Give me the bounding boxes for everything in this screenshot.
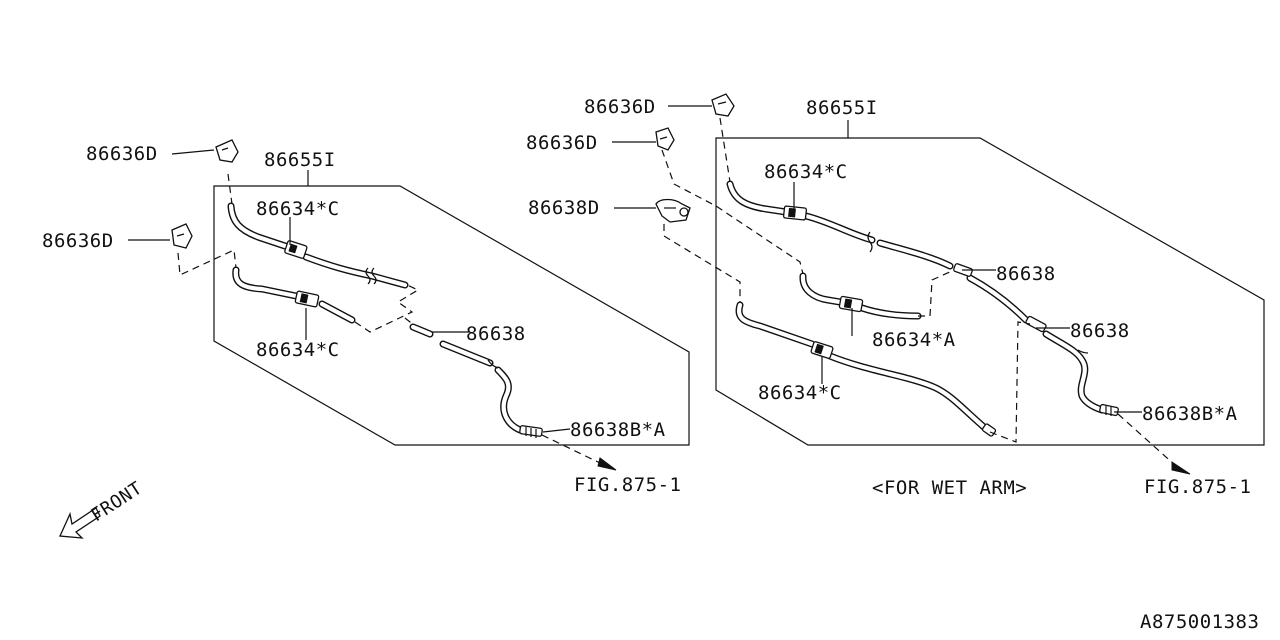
left-fig-ref-label: FIG.875-1 (574, 474, 681, 496)
left-upper-hose (227, 202, 409, 289)
washer-nozzle-icon (171, 223, 193, 249)
front-label: FRONT (87, 478, 146, 526)
reference-arrow-icon (597, 457, 617, 471)
right-lower-hose (735, 301, 989, 432)
right-check-valve-mid-label: 86634*A (872, 329, 956, 351)
diagram-code: A875001383 (1140, 611, 1259, 633)
right-nozzle-third-label: 86638D (528, 197, 600, 219)
wet-arm-note: <FOR WET ARM> (872, 477, 1027, 499)
left-ref-dash (541, 434, 601, 464)
check-valve-icon (294, 290, 320, 308)
right-hose-lower-label: 86638 (1070, 320, 1130, 342)
left-nozzle-lower-label: 86636D (42, 230, 114, 252)
right-dashed-links (719, 117, 731, 183)
check-valve-icon (838, 295, 864, 313)
hose-connector-icon (519, 425, 543, 438)
left-lower-hose (232, 266, 356, 324)
right-nozzle-top-label: 86636D (584, 96, 656, 118)
left-assembly-frame (213, 185, 690, 446)
right-main-hose (966, 274, 1106, 414)
front-indicator: FRONT (59, 478, 146, 539)
right-middle-hose (799, 272, 922, 320)
check-valve-icon (782, 205, 808, 221)
left-check-valve-upper-label: 86634*C (256, 198, 340, 220)
right-hose-upper-label: 86638 (996, 263, 1056, 285)
washer-nozzle-icon (655, 198, 691, 223)
washer-nozzle-icon (655, 127, 675, 151)
washer-nozzle-icon (711, 93, 735, 117)
right-hose-end-label: 86638B*A (1142, 403, 1238, 425)
check-valve-icon (284, 240, 308, 259)
reference-arrow-icon (1171, 461, 1191, 475)
right-fig-ref-label: FIG.875-1 (1144, 476, 1251, 498)
left-hose-label: 86638 (466, 323, 526, 345)
left-assembly-label: 86655I (264, 149, 336, 171)
left-main-hose (409, 323, 524, 434)
right-check-valve-upper-label: 86634*C (764, 161, 848, 183)
front-arrow-icon (59, 507, 101, 539)
right-assembly-frame (715, 137, 1265, 446)
left-hose-end-label: 86638B*A (570, 419, 666, 441)
right-assembly: 86636D 86636D 86638D 86655I 86634*C 8663… (526, 93, 1265, 499)
right-assembly-label: 86655I (806, 97, 878, 119)
check-valve-icon (810, 341, 834, 359)
left-nozzle-top-label: 86636D (86, 143, 158, 165)
washer-nozzle-icon (215, 139, 239, 163)
left-dashed-link (354, 283, 420, 333)
right-upper-hose (726, 180, 954, 270)
right-check-valve-lower-label: 86634*C (758, 382, 842, 404)
left-assembly: 86636D 86636D 86655I 86634*C 86634*C 866… (42, 139, 690, 496)
left-check-valve-lower-label: 86634*C (256, 339, 340, 361)
right-nozzle-second-label: 86636D (526, 132, 598, 154)
